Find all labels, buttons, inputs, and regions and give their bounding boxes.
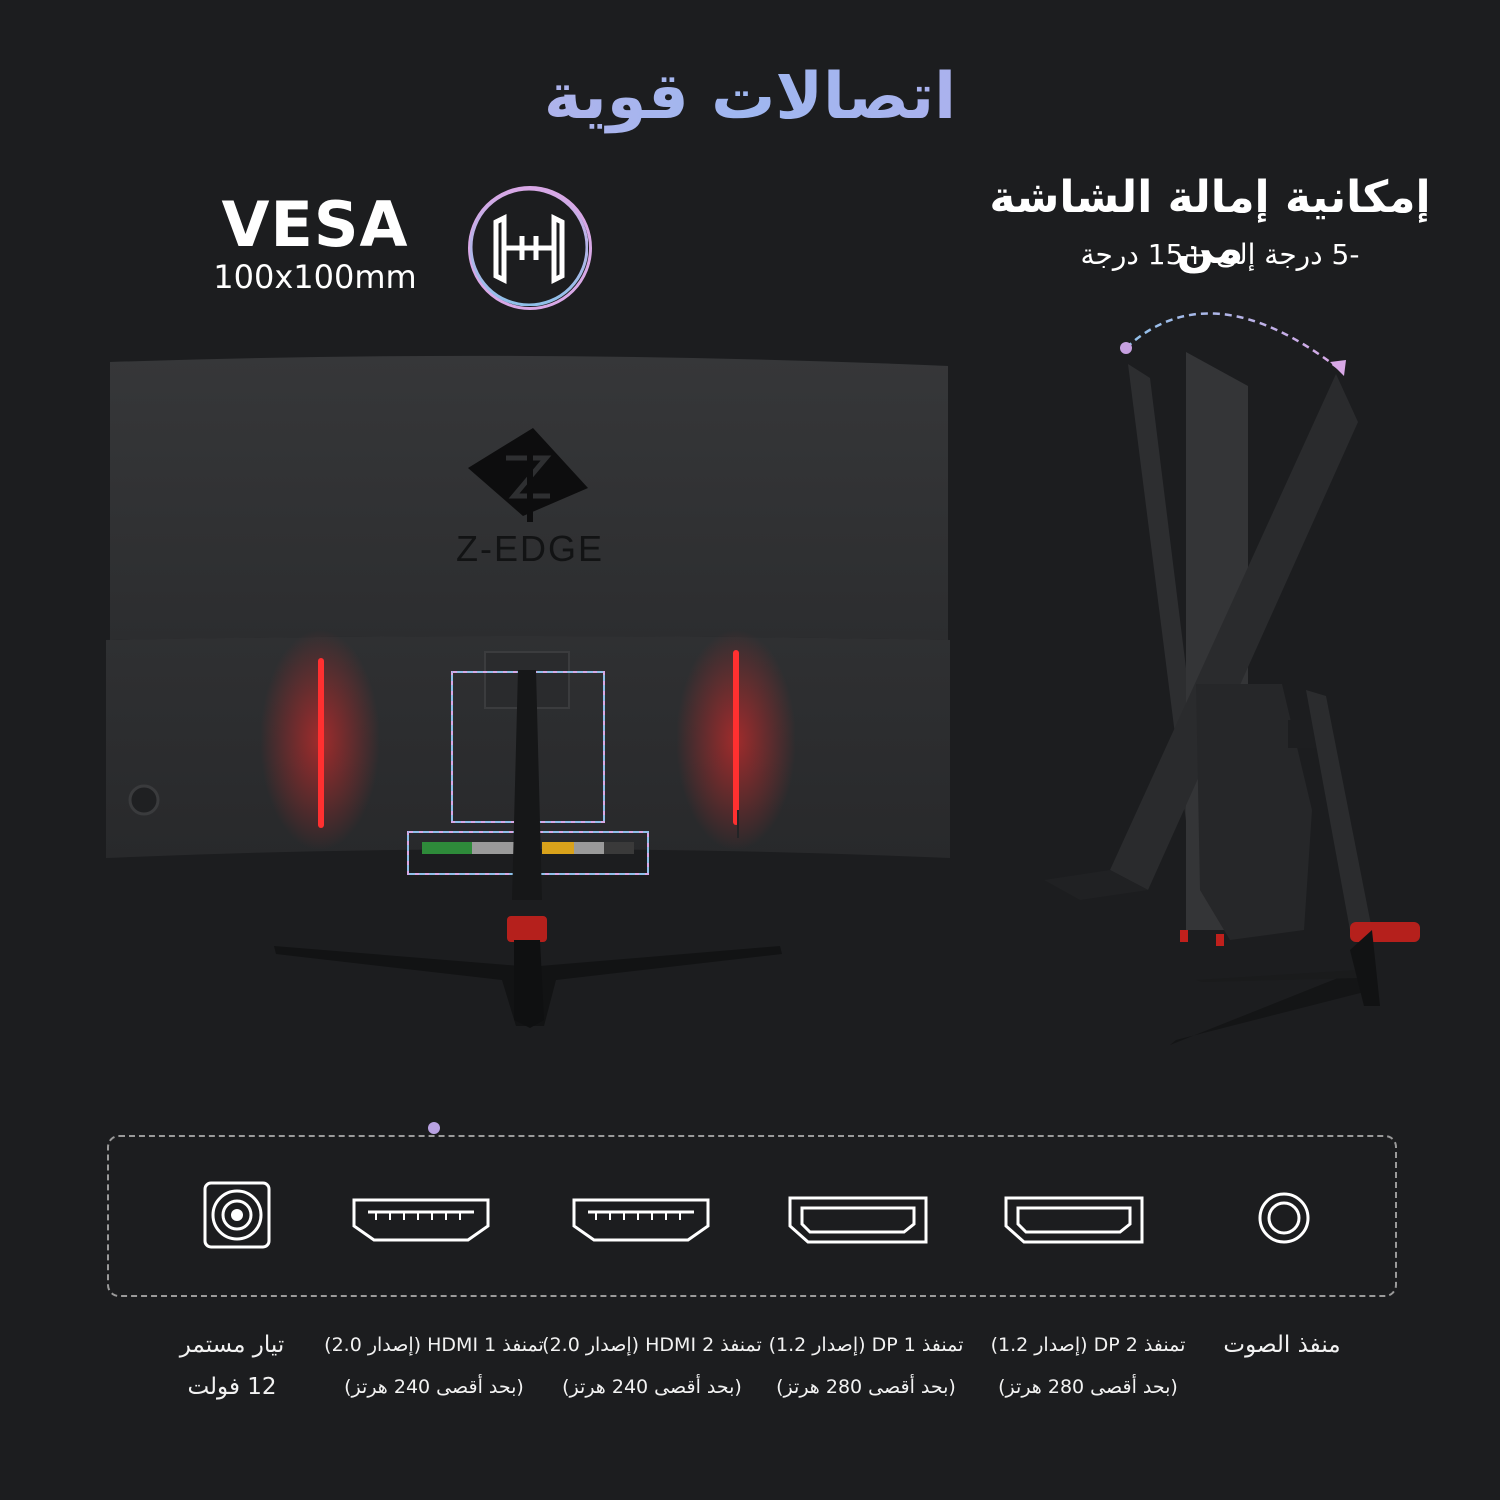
displayport-icon <box>788 1196 928 1244</box>
hdmi-port-icon <box>352 1198 490 1242</box>
audio-jack-icon <box>1258 1192 1310 1244</box>
dc-power-icon <box>203 1181 271 1249</box>
vesa-size: 100x100mm <box>213 258 417 296</box>
brand-logo <box>468 428 588 522</box>
monitor-back-view <box>106 355 950 1028</box>
tilt-title: إمكانية إمالة الشاشة من <box>989 172 1431 274</box>
ports-panel <box>107 1135 1397 1297</box>
displayport-icon <box>1004 1196 1144 1244</box>
vesa-mount-badge <box>468 186 592 310</box>
port-label-audio: منفذ الصوت <box>1223 1332 1341 1358</box>
port-label-dc: تيار مستمر 12 فولت <box>179 1332 285 1400</box>
vesa-title: VESA <box>221 188 409 261</box>
port-label-dp1: تمنفذ DP 1 (إصدار 1.2) (بحد أقصى 280 هرت… <box>768 1334 964 1398</box>
brand-wordmark: Z-EDGE <box>455 528 604 569</box>
monitor-tilt-side-view <box>1044 312 1420 1045</box>
tilt-range: -5 درجة إلى +15 درجة <box>1080 238 1360 271</box>
page-title: اتصالات قوية <box>0 60 1500 134</box>
vesa-mount-icon <box>470 188 588 306</box>
port-label-dp2: تمنفذ DP 2 (إصدار 1.2) (بحد أقصى 280 هرت… <box>990 1334 1186 1398</box>
port-label-hdmi2: تمنفذ HDMI 2 (إصدار 2.0) (بحد أقصى 240 ه… <box>542 1334 762 1398</box>
port-label-hdmi1: تمنفذ HDMI 1 (إصدار 2.0) (بحد أقصى 240 ه… <box>324 1334 544 1398</box>
hdmi-port-icon <box>572 1198 710 1242</box>
